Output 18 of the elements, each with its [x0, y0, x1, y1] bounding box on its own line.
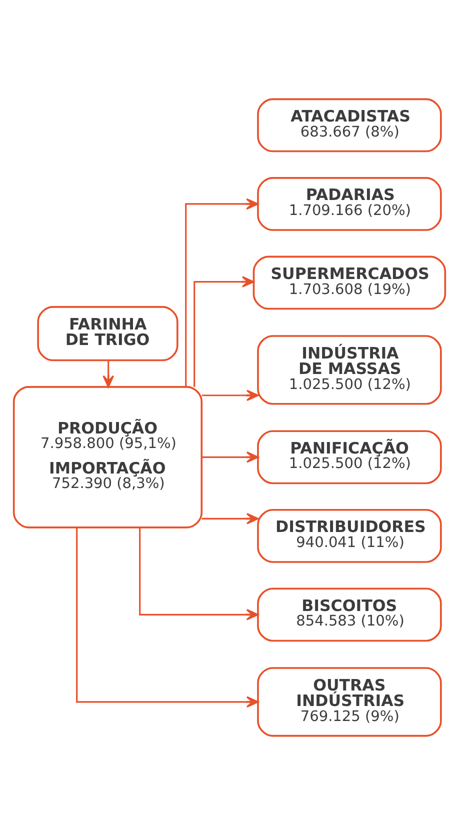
arrow: [201, 451, 258, 463]
arrow: [201, 390, 258, 402]
arrow: [76, 528, 258, 708]
node-box: FARINHA DE TRIGO: [36, 306, 178, 362]
arrow: [184, 198, 258, 387]
node-box: BISCOITOS 854.583 (10%): [256, 588, 442, 642]
node-box: SUPERMERCADOS 1.703.608 (19%): [252, 256, 446, 310]
node-box: PRODUÇÃO 7.958.800 (95,1%) IMPORTAÇÃO 752.390 (8,3%): [12, 386, 202, 528]
node-box: DISTRIBUIDORES 940.041 (11%): [256, 508, 442, 563]
arrow: [138, 528, 258, 620]
node-box: OUTRAS INDÚSTRIAS 769.125 (9%): [256, 667, 442, 737]
arrow: [193, 276, 254, 387]
node-box: PANIFICAÇÃO 1.025.500 (12%): [256, 430, 442, 484]
node-box: INDÚSTRIA DE MASSAS 1.025.500 (12%): [256, 335, 442, 405]
node-box: ATACADISTAS 683.667 (8%): [256, 98, 442, 152]
arrow: [102, 360, 114, 388]
arrow: [201, 512, 258, 524]
node-box: PADARIAS 1.709.166 (20%): [256, 177, 442, 231]
